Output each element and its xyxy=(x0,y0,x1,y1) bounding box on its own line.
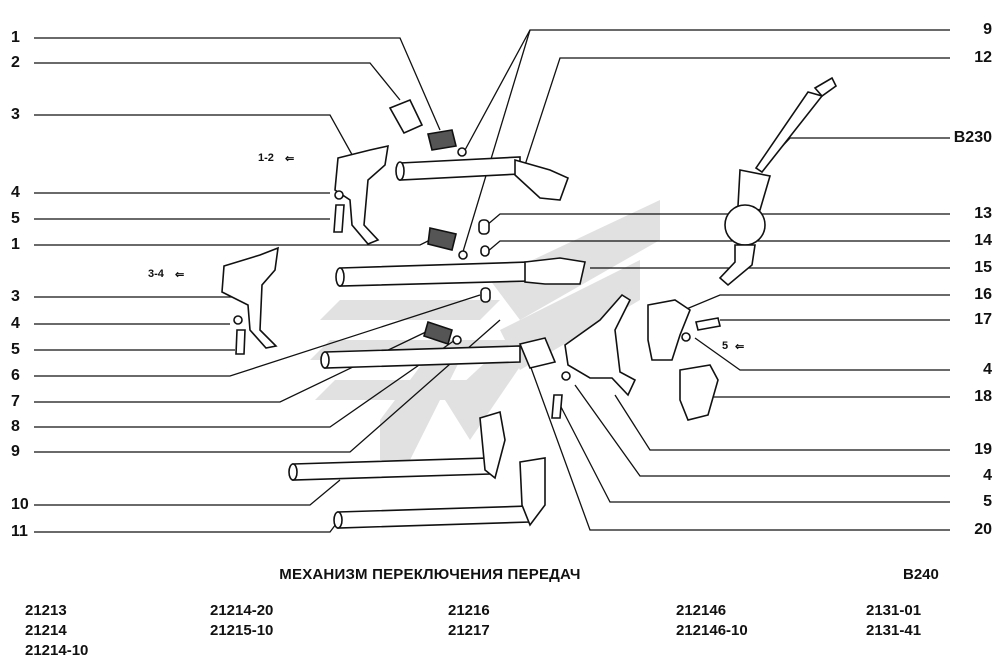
callout-10: 10 xyxy=(11,496,29,513)
callout-3b: 3 xyxy=(11,288,20,305)
callout-2: 2 xyxy=(11,54,20,71)
model-column-2: 21214-20 21215-10 xyxy=(210,601,273,641)
callout-7: 7 xyxy=(11,393,20,410)
callout-14: 14 xyxy=(974,232,992,249)
callout-4b: 4 xyxy=(11,315,20,332)
callout-13: 13 xyxy=(974,205,992,222)
car-icon: ⇐ xyxy=(175,269,185,281)
callout-3: 3 xyxy=(11,106,20,123)
model-column-3: 21216 21217 xyxy=(448,601,490,641)
callout-9: 9 xyxy=(11,443,20,460)
gear-label-3-4: 3-4 xyxy=(148,268,164,280)
model-number: 21217 xyxy=(448,622,490,639)
model-number: 2131-41 xyxy=(866,622,922,639)
model-number: 21214-10 xyxy=(25,642,89,659)
callout-12: 12 xyxy=(974,49,992,66)
diagram-title: МЕХАНИЗМ ПЕРЕКЛЮЧЕНИЯ ПЕРЕДАЧ xyxy=(279,566,581,583)
model-column-5: 2131-01 2131-41 xyxy=(866,601,921,641)
callout-5: 5 xyxy=(11,210,20,227)
gear-label-5: 5 xyxy=(722,340,729,352)
model-number: 2131-01 xyxy=(866,602,922,619)
callout-16: 16 xyxy=(974,286,992,303)
car-icon: ⇐ xyxy=(735,341,745,353)
callout-4-right: 4 xyxy=(983,361,992,378)
callout-1: 1 xyxy=(11,29,20,46)
callout-20: 20 xyxy=(974,521,992,538)
callout-15: 15 xyxy=(974,259,992,276)
callout-5-right: 5 xyxy=(983,493,992,510)
callout-5b: 5 xyxy=(11,341,20,358)
model-column-1: 21213 21214 21214-10 xyxy=(25,601,88,661)
callout-18: 18 xyxy=(974,388,992,405)
model-number: 21215-10 xyxy=(210,622,274,639)
model-number: 212146 xyxy=(676,602,727,619)
diagram-code: B240 xyxy=(903,566,939,583)
parts xyxy=(221,76,838,529)
callout-b230: B230 xyxy=(953,129,992,146)
model-number: 21214-20 xyxy=(210,602,274,619)
model-number: 21213 xyxy=(25,602,67,619)
gear-label-1-2: 1-2 xyxy=(258,152,274,164)
callout-6: 6 xyxy=(11,367,20,384)
callout-19: 19 xyxy=(974,441,992,458)
callout-11: 11 xyxy=(11,523,28,540)
car-icon: ⇐ xyxy=(285,153,295,165)
callout-4: 4 xyxy=(11,184,20,201)
model-number: 21214 xyxy=(25,622,67,639)
callout-9-right: 9 xyxy=(983,21,992,38)
model-column-4: 212146 212146-10 xyxy=(676,601,748,641)
model-number: 21216 xyxy=(448,602,490,619)
callout-17: 17 xyxy=(974,311,992,328)
callout-8: 8 xyxy=(11,418,20,435)
callout-4-right-b: 4 xyxy=(983,467,992,484)
callout-1b: 1 xyxy=(11,236,20,253)
model-number: 212146-10 xyxy=(676,622,748,639)
